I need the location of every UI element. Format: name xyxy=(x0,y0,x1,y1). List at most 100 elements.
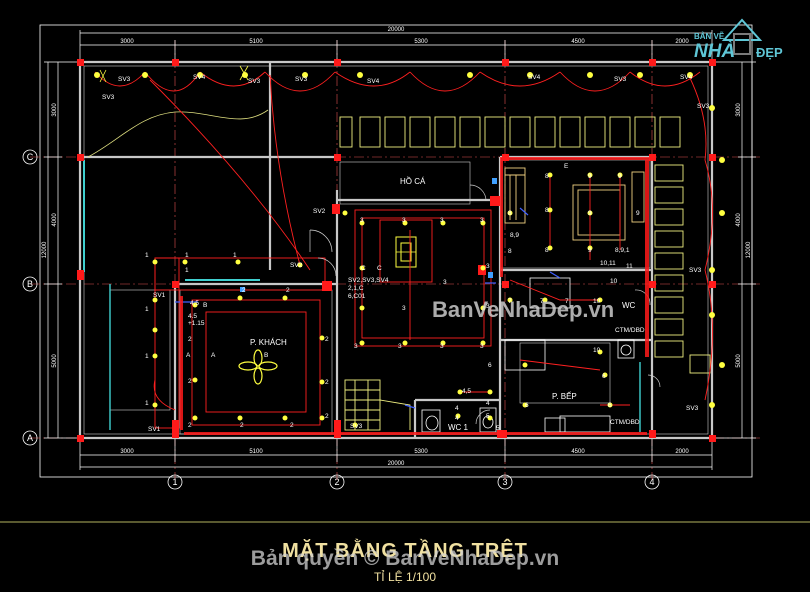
grid-label: C xyxy=(27,152,34,162)
switch-label: SV1 xyxy=(153,292,166,299)
grid-bubble-4 xyxy=(644,474,660,490)
circuit-number: 3 xyxy=(440,217,444,224)
point-label: B xyxy=(264,352,268,359)
switch-label: SV3 xyxy=(118,76,131,83)
room-label-wc2: WC xyxy=(622,301,636,310)
brand-logo: BẢN VẼ NHÀ ĐẸP xyxy=(690,12,802,68)
room-label-wc1: WC 1 xyxy=(448,423,469,432)
circuit-number: 7 xyxy=(508,298,512,305)
bed-icon xyxy=(504,167,645,241)
dim-right-seg: 5000 xyxy=(736,354,742,368)
dim-top-seg: 3000 xyxy=(120,39,134,45)
circuit-number: 8 xyxy=(545,173,549,180)
dim-left-total: 12000 xyxy=(42,241,48,258)
circuit-number: 3 xyxy=(480,217,484,224)
circuit-number: 3 xyxy=(486,263,490,270)
drawing-scale: TỈ LỆ 1/100 xyxy=(373,570,437,584)
circuit-number: 9 xyxy=(588,210,592,217)
circuit-number: 10 xyxy=(610,278,618,285)
circuit-number: 8,9,1 xyxy=(615,247,630,254)
circuit-number: +1.15 xyxy=(188,320,205,327)
dim-bottom-seg: 4500 xyxy=(571,449,585,455)
center-watermark: BanVeNhaDep.vn xyxy=(432,297,615,322)
circuit-number: 6,C01 xyxy=(348,293,366,300)
grid-bubble-b xyxy=(22,276,38,292)
switch-label: SV3 xyxy=(614,76,627,83)
circuit-number: 7 xyxy=(565,298,569,305)
circuit-number: 4 xyxy=(455,415,459,422)
grid-label: 4 xyxy=(649,477,654,487)
logo-text-top: BẢN VẼ xyxy=(694,32,725,41)
circuit-number: 2 xyxy=(290,422,294,429)
dim-left-seg: 3000 xyxy=(52,103,58,117)
switch-label: SV3 xyxy=(248,78,261,85)
point-label: C xyxy=(377,265,382,272)
circuit-number: 4,5 xyxy=(462,388,471,395)
circuit-number: 2 xyxy=(188,422,192,429)
dim-bottom-total: 20000 xyxy=(388,461,405,467)
circuit-number: 3 xyxy=(360,217,364,224)
dim-bottom-seg: 5100 xyxy=(249,449,263,455)
switch-label: SV4 xyxy=(367,78,380,85)
dim-left-seg: 4000 xyxy=(52,213,58,227)
dim-top-seg: 4500 xyxy=(571,39,585,45)
point-label: A xyxy=(186,352,191,359)
grid-bubble-c xyxy=(22,149,38,165)
door-swings xyxy=(309,184,661,425)
room-label-living: P. KHÁCH xyxy=(250,338,287,347)
circuit-number: 2 xyxy=(188,336,192,343)
circuit-number: 2 xyxy=(325,379,329,386)
circuit-number: 3 xyxy=(480,343,484,350)
circuit-number: 1 xyxy=(145,252,149,259)
logo-text-dep: ĐẸP xyxy=(756,45,783,60)
circuit-number: 10,11 xyxy=(600,260,616,267)
circuit-number: 3 xyxy=(486,303,490,310)
circuit-number: 2,1,C xyxy=(348,285,364,292)
circuit-number: 3 xyxy=(402,305,406,312)
circuit-number: 2 xyxy=(242,287,246,294)
circuit-number: 8 xyxy=(508,248,512,255)
dim-left-seg: 5000 xyxy=(52,354,58,368)
grid-label: A xyxy=(27,433,33,443)
circuit-number: 5 xyxy=(486,413,490,420)
grid-bubble-2 xyxy=(329,474,345,490)
switch-label: SV3 xyxy=(697,103,710,110)
switch-label: SV2 xyxy=(313,208,326,215)
switch-label: SV4 xyxy=(528,74,541,81)
circuit-number: 1 xyxy=(145,400,149,407)
dim-right-seg: 3000 xyxy=(736,103,742,117)
electrical-wiring xyxy=(94,71,713,411)
room-label-kitchen: P. BẾP xyxy=(552,391,577,401)
parking-stalls xyxy=(339,116,711,431)
circuit-number: 2 xyxy=(325,413,329,420)
circuit-number: 10 xyxy=(593,347,601,354)
circuit-number: 6 xyxy=(525,402,529,409)
dim-top-seg: 5100 xyxy=(249,39,263,45)
dim-bottom-seg: 2000 xyxy=(675,449,689,455)
circuit-number: 9 xyxy=(618,173,622,180)
switch-label: SV3 xyxy=(295,76,308,83)
circuit-number: 11 xyxy=(626,263,633,270)
switch-label: SV3 xyxy=(689,267,702,274)
circuit-number: 8 xyxy=(545,207,549,214)
dim-right-total: 12000 xyxy=(746,241,752,258)
point-label: A xyxy=(211,352,216,359)
circuit-number: 6 xyxy=(608,402,612,409)
drawing-title: MẶT BẰNG TẦNG TRỆT xyxy=(282,540,528,562)
garden-curve xyxy=(87,109,269,158)
circuit-number: 8,9 xyxy=(510,232,519,239)
dim-bottom-seg: 3000 xyxy=(120,449,134,455)
circuit-number: 1 xyxy=(145,353,149,360)
switch-label: SV2 xyxy=(290,262,303,269)
grid-bubble-a xyxy=(22,430,38,446)
dim-top-total: 20000 xyxy=(388,27,405,33)
circuit-number: 9 xyxy=(588,247,592,254)
point-label: B xyxy=(203,302,207,309)
circuit-number: 3 xyxy=(398,343,402,350)
ceiling-fan-icon xyxy=(238,349,278,385)
dim-top-seg: 2000 xyxy=(675,39,689,45)
grid-label: 2 xyxy=(334,477,339,487)
circuit-number: 1 xyxy=(145,306,149,313)
circuit-number: 10 xyxy=(593,298,601,305)
